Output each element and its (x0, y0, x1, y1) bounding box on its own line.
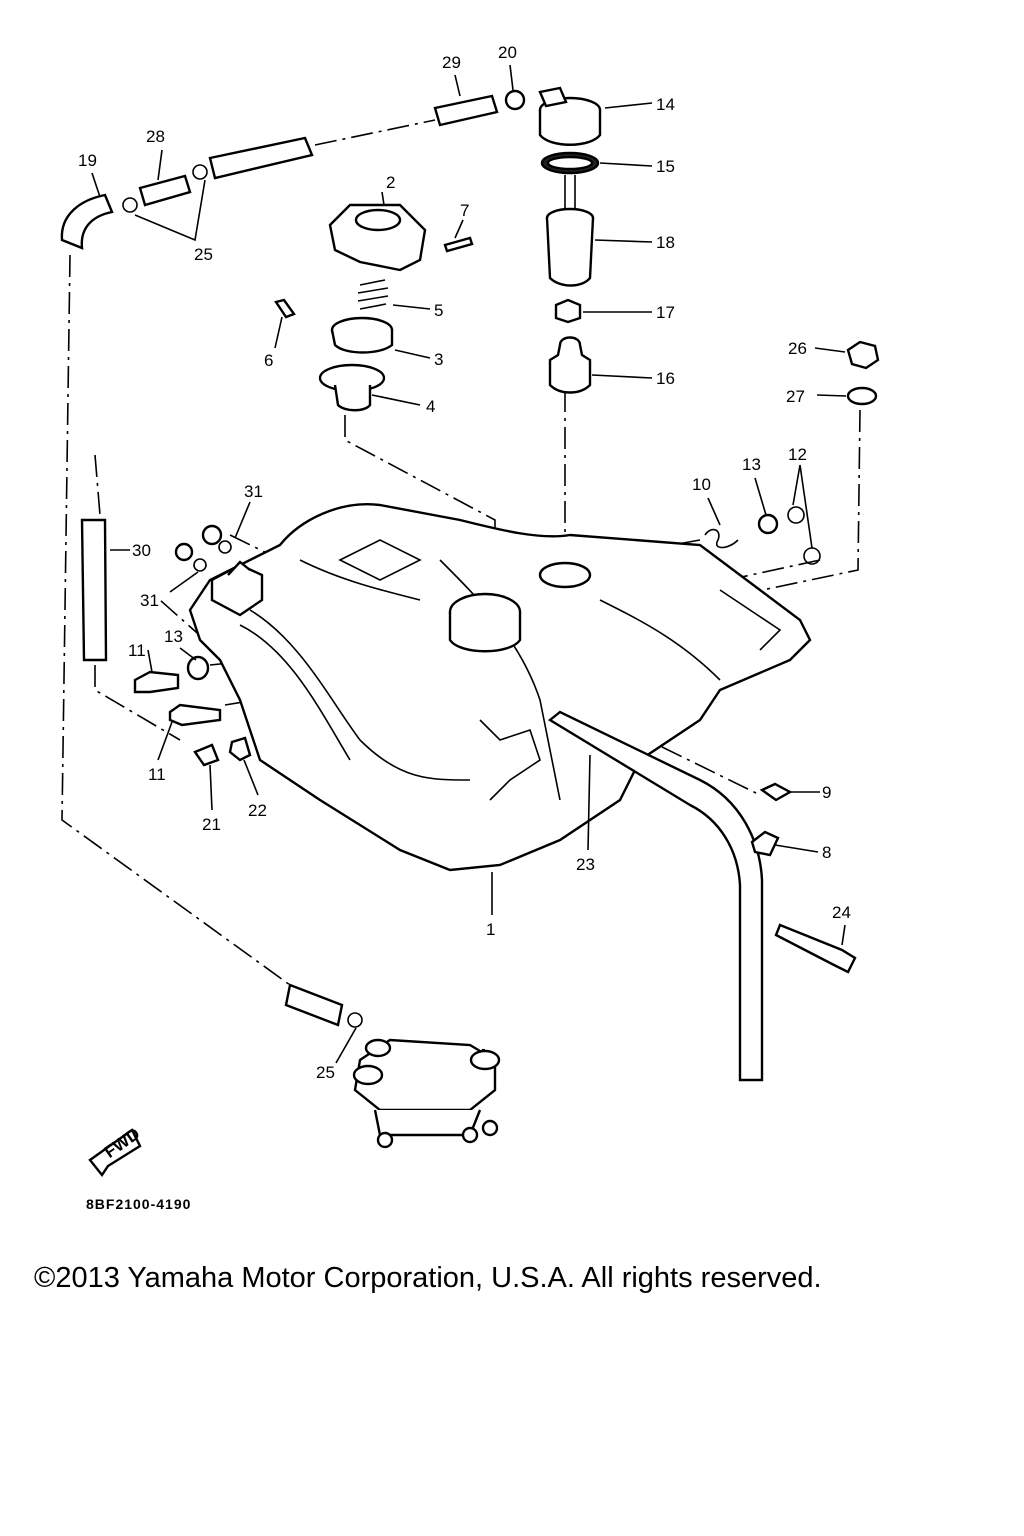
callout: 12 (788, 445, 807, 464)
callout: 14 (656, 95, 675, 114)
callout: 3 (434, 350, 443, 369)
callout: 16 (656, 369, 675, 388)
fuel-tank (188, 503, 812, 872)
callout: 24 (832, 903, 851, 922)
callout: 5 (434, 301, 443, 320)
callout: 11 (148, 765, 166, 784)
callout: 26 (788, 339, 807, 358)
callout: 8 (822, 843, 831, 862)
hose-19 (60, 193, 114, 250)
callout: 10 (692, 475, 711, 494)
callout: 9 (822, 783, 831, 802)
vent-pipe (547, 710, 764, 1082)
callout-labels: 1 2 3 4 5 6 7 8 9 10 11 11 12 13 13 14 1… (78, 43, 851, 1082)
callout: 29 (442, 53, 461, 72)
callout: 20 (498, 43, 517, 62)
small-parts (133, 506, 857, 974)
callout: 19 (78, 151, 97, 170)
callout: 13 (164, 627, 183, 646)
callout: 25 (194, 245, 213, 264)
callout: 21 (202, 815, 221, 834)
filler-cap (538, 86, 602, 394)
washer-27 (846, 386, 878, 406)
callout: 31 (244, 482, 263, 501)
callout: 28 (146, 127, 165, 146)
lock-assembly (274, 203, 474, 412)
callout: 15 (656, 157, 675, 176)
hose-29 (433, 94, 499, 127)
part-code: 8BF2100-4190 (86, 1196, 192, 1212)
callout: 11 (128, 641, 146, 660)
callout: 27 (786, 387, 805, 406)
callout: 1 (486, 920, 495, 939)
hose-30 (80, 518, 108, 662)
fuel-pump (352, 1038, 501, 1149)
callout: 25 (316, 1063, 335, 1082)
callout: 22 (248, 801, 267, 820)
parts-diagram: FWD (60, 43, 880, 1178)
hose-bottom (284, 983, 344, 1027)
nut-26 (846, 340, 880, 370)
clips (122, 89, 526, 1028)
callout: 23 (576, 855, 595, 874)
leader-lines (91, 64, 847, 1064)
fitting-28 (138, 174, 192, 207)
callout: 4 (426, 397, 435, 416)
callout: 7 (460, 201, 469, 220)
callout: 13 (742, 455, 761, 474)
callout: 6 (264, 351, 273, 370)
copyright-text: ©2013 Yamaha Motor Corporation, U.S.A. A… (34, 1262, 822, 1294)
callout: 17 (656, 303, 675, 322)
fwd-arrow-icon: FWD (88, 1124, 143, 1178)
callout: 31 (140, 591, 159, 610)
callout: 30 (132, 541, 151, 560)
hose-long (208, 136, 314, 180)
callout: 2 (386, 173, 395, 192)
callout: 18 (656, 233, 675, 252)
